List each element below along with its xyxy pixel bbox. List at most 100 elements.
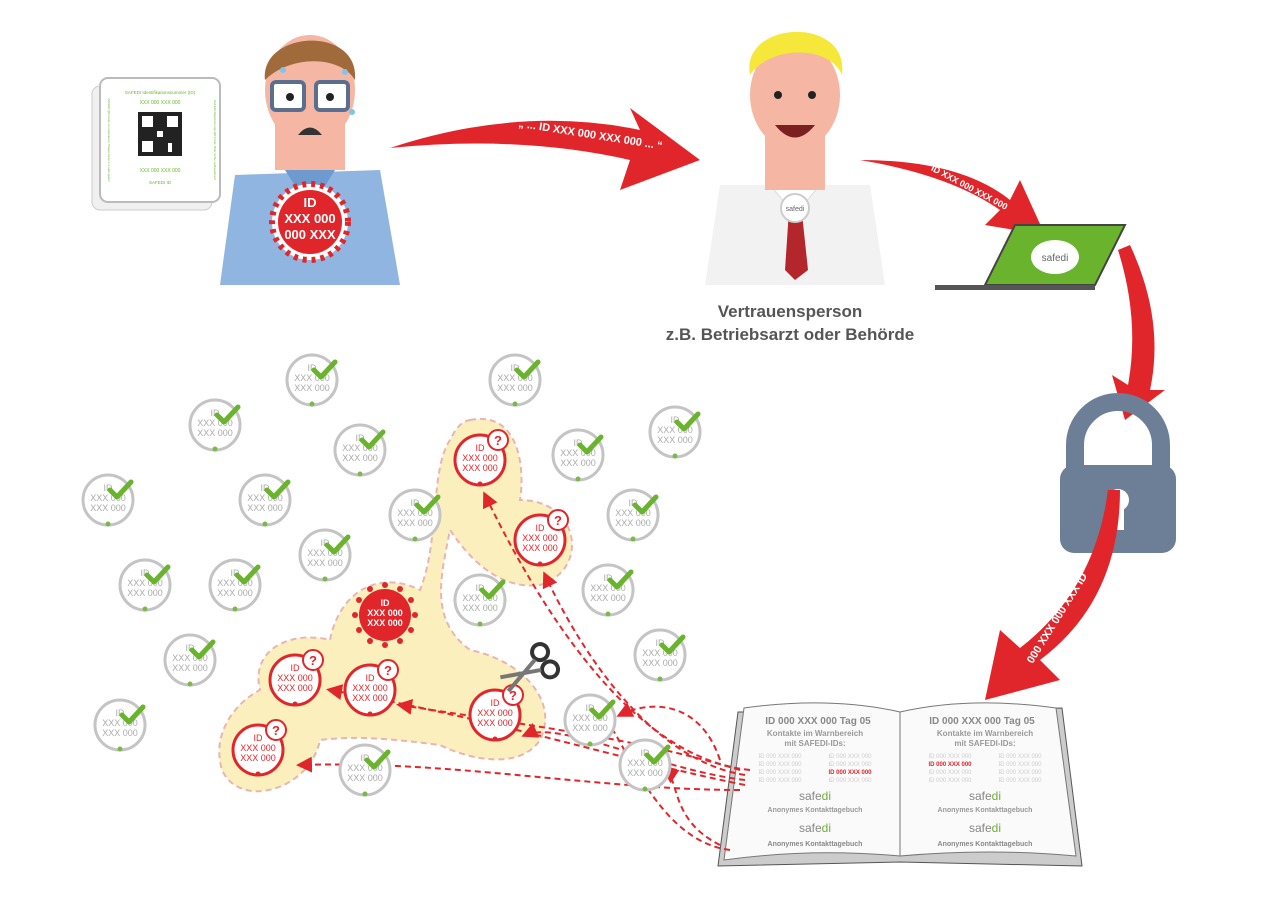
trace-line — [521, 722, 746, 781]
badge-line1: ID — [586, 703, 596, 713]
badge-line2: XXX 000 — [240, 743, 276, 753]
badge-line1: ID — [491, 698, 501, 708]
question-mark: ? — [554, 513, 562, 528]
question-mark: ? — [309, 653, 317, 668]
check-icon — [607, 569, 634, 590]
badge-line1: ID — [321, 538, 331, 548]
card-title: SAFEDI Identifikationsnummer (ID) — [125, 90, 196, 95]
book-entry: ID 000 XXX 000 — [758, 762, 802, 768]
badge-line1: ID — [476, 583, 486, 593]
question-icon — [547, 509, 569, 531]
badge-line1: ID — [671, 415, 681, 425]
arrow-to-lock — [1112, 245, 1165, 420]
question-icon — [487, 429, 509, 451]
badge-line1: ID — [366, 673, 376, 683]
badge-line2: XXX 000 — [90, 493, 126, 503]
book-highlight-entry: ID 000 XXX 000 — [828, 770, 872, 776]
badge-line1: ID — [574, 438, 584, 448]
badge-line3: XXX 000 — [127, 588, 163, 598]
check-icon — [364, 749, 391, 770]
check-icon — [107, 479, 134, 500]
book-right-brand: safedi — [969, 789, 1001, 803]
question-mark: ? — [384, 663, 392, 678]
badge-line1: ID — [308, 363, 318, 373]
arrow-to-laptop: ID XXX 000 XXX 000 — [860, 160, 1045, 235]
badge-line3: XXX 000 — [397, 518, 433, 528]
badge-line3: XXX 000 — [560, 458, 596, 468]
trace-line — [661, 767, 721, 846]
badge-line2: XXX 000 — [247, 493, 283, 503]
infected-badge-line2: XXX 000 — [284, 211, 335, 226]
check-icon — [359, 429, 386, 450]
badge-line1: ID — [231, 568, 241, 578]
cover-right-tagline: Anonymes Kontakttagebuch — [938, 841, 1033, 848]
check-icon — [644, 744, 671, 765]
safedi-id-card: SAFEDI Identifikationsnummer (ID) XXX 00… — [91, 77, 221, 211]
question-icon — [302, 649, 324, 671]
badge-line1: ID — [104, 483, 114, 493]
badge-line3: XXX 000 — [342, 453, 378, 463]
badge-line3: XXX 000 — [627, 768, 663, 778]
badge-line1: ID — [476, 443, 486, 453]
badge-line2: XXX 000 — [367, 608, 403, 618]
badge-line1: ID — [291, 663, 301, 673]
badge-line3: XXX 000 — [217, 588, 253, 598]
badge-line3: XXX 000 — [247, 503, 283, 513]
badge-line2: XXX 000 — [462, 593, 498, 603]
badge-line3: XXX 000 — [90, 503, 126, 513]
caption-line2: z.B. Betriebsarzt oder Behörde — [665, 325, 915, 344]
badge-line3: XXX 000 — [572, 723, 608, 733]
badge-line3: XXX 000 — [590, 593, 626, 603]
badge-line3: XXX 000 — [172, 663, 208, 673]
trace-line — [616, 702, 721, 761]
badge-line2: XXX 000 — [627, 758, 663, 768]
check-icon — [234, 564, 261, 585]
laptop: safedi — [935, 224, 1127, 290]
badge-line2: XXX 000 — [462, 453, 498, 463]
book-entry: ID 000 XXX 000 — [928, 754, 972, 760]
book-entry: ID 000 XXX 000 — [828, 754, 872, 760]
cover-left-tagline: Anonymes Kontakttagebuch — [768, 841, 863, 848]
badge-line3: XXX 000 — [657, 435, 693, 445]
check-icon — [264, 479, 291, 500]
book-entry: ID 000 XXX 000 — [928, 770, 972, 776]
check-icon — [589, 699, 616, 720]
card-footer: SAFEDI ID — [149, 180, 172, 185]
badge-line2: XXX 000 — [352, 683, 388, 693]
badge-line1: ID — [254, 733, 264, 743]
check-icon — [674, 411, 701, 432]
badge-line1: ID — [604, 573, 614, 583]
badge-line1: ID — [656, 638, 666, 648]
laptop-logo: safedi — [1042, 253, 1069, 264]
question-mark: ? — [272, 723, 280, 738]
infected-id-badge: ID XXX 000 000 XXX — [269, 181, 351, 263]
book-left-subtitle-1: Kontakte im Warnbereich — [767, 729, 863, 738]
card-side-right: SAFEDI Registrierungs-QR-Code. Bitte sic… — [213, 100, 217, 180]
check-icon — [659, 634, 686, 655]
book-entry: ID 000 XXX 000 — [998, 762, 1042, 768]
badge-line3: XXX 000 — [277, 683, 313, 693]
badge-line3: XXX 000 — [615, 518, 651, 528]
badge-line1: ID — [261, 483, 271, 493]
question-icon — [377, 659, 399, 681]
book-entry: ID 000 XXX 000 — [758, 770, 802, 776]
badge-line2: XXX 000 — [172, 653, 208, 663]
badge-line3: XXX 000 — [307, 558, 343, 568]
book-left-header: ID 000 XXX 000 Tag 05 — [765, 716, 871, 727]
check-icon — [479, 579, 506, 600]
badge-line2: XXX 000 — [615, 508, 651, 518]
